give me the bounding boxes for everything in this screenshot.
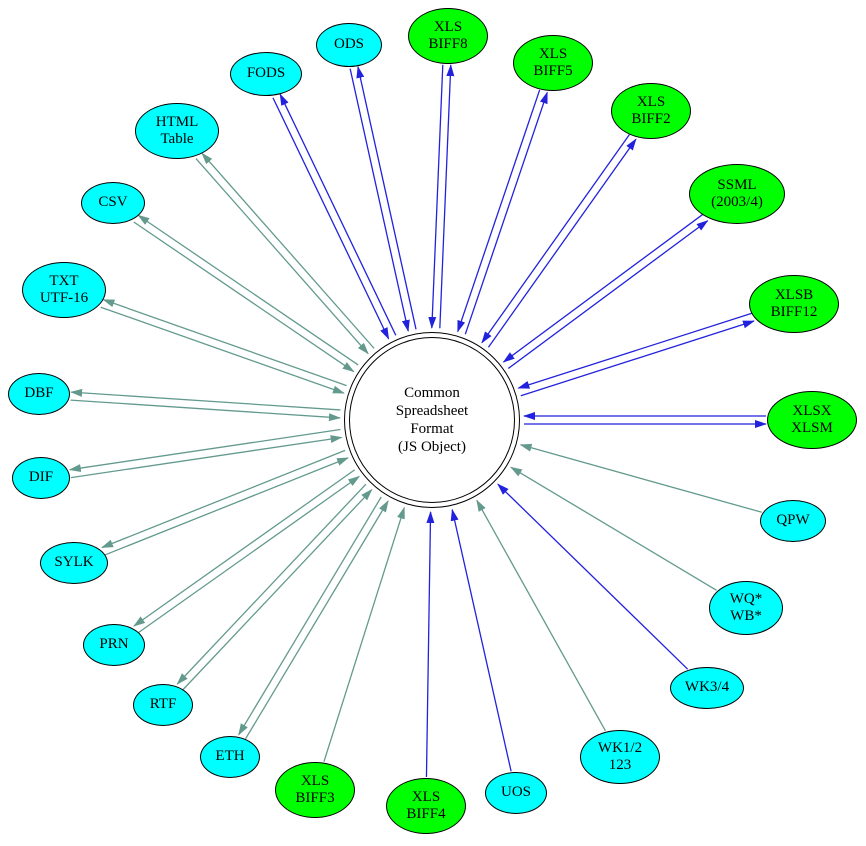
node-txt-utf16: TXT UTF-16 bbox=[22, 262, 106, 318]
edge-read-prn bbox=[138, 475, 361, 634]
node-xls-biff8: XLS BIFF8 bbox=[408, 8, 488, 64]
edge-read-dif bbox=[70, 435, 343, 479]
node-xlsb: XLSB BIFF12 bbox=[749, 275, 839, 333]
center-node-label: Common Spreadsheet Format (JS Object) bbox=[349, 337, 515, 503]
edge-read-qpw bbox=[519, 443, 763, 513]
edge-write-csv bbox=[137, 214, 359, 366]
edge-read-xls-biff2 bbox=[481, 134, 630, 344]
edge-write-xlsb bbox=[520, 320, 755, 397]
node-html-table: HTML Table bbox=[135, 103, 219, 159]
edge-read-sylk bbox=[104, 457, 349, 556]
edge-write-prn bbox=[133, 469, 355, 627]
node-dbf: DBF bbox=[8, 373, 70, 415]
node-xls-biff2: XLS BIFF2 bbox=[611, 83, 691, 139]
edge-read-eth bbox=[244, 500, 389, 740]
node-xls-biff4: XLS BIFF4 bbox=[386, 778, 466, 834]
edge-read-uos bbox=[450, 508, 512, 772]
edge-read-xls-biff4 bbox=[425, 510, 435, 778]
node-qpw: QPW bbox=[760, 500, 826, 542]
node-sylk: SYLK bbox=[40, 542, 108, 584]
node-xls-biff3: XLS BIFF3 bbox=[275, 762, 355, 818]
edge-write-ssml bbox=[507, 220, 709, 369]
edge-write-dif bbox=[68, 428, 341, 473]
edge-read-csv bbox=[133, 221, 355, 373]
edge-read-wq-wb bbox=[510, 466, 717, 591]
node-uos: UOS bbox=[485, 772, 547, 814]
node-wk34: WK3/4 bbox=[670, 667, 744, 709]
edge-read-xls-biff8 bbox=[428, 64, 444, 329]
node-ssml: SSML (2003/4) bbox=[689, 164, 785, 224]
edge-write-html-table bbox=[201, 152, 375, 349]
edge-read-dbf bbox=[70, 399, 341, 422]
node-ods: ODS bbox=[316, 23, 382, 67]
edge-read-xls-biff5 bbox=[457, 89, 541, 333]
edge-read-html-table bbox=[195, 158, 369, 355]
edge-read-fods bbox=[272, 97, 390, 340]
edge-read-xlsb bbox=[517, 312, 752, 389]
node-csv: CSV bbox=[81, 182, 145, 224]
node-prn: PRN bbox=[83, 624, 145, 666]
edge-read-ods bbox=[349, 68, 410, 333]
edge-write-xls-biff8 bbox=[439, 64, 455, 329]
edge-read-wk12-123 bbox=[476, 499, 606, 732]
node-rtf: RTF bbox=[133, 684, 193, 726]
edge-write-xls-biff2 bbox=[487, 138, 637, 348]
edge-write-fods bbox=[279, 93, 397, 336]
edge-read-ssml bbox=[502, 213, 704, 363]
center-node-common-format: Common Spreadsheet Format (JS Object) bbox=[344, 332, 520, 508]
edge-write-dbf bbox=[70, 388, 341, 411]
node-eth: ETH bbox=[200, 736, 260, 778]
node-fods: FODS bbox=[230, 52, 302, 96]
edge-write-rtf bbox=[176, 483, 367, 685]
edge-read-txt-utf16 bbox=[100, 306, 345, 394]
node-dif: DIF bbox=[12, 457, 70, 499]
edge-read-wk34 bbox=[497, 483, 689, 670]
edge-write-xls-biff5 bbox=[464, 91, 548, 335]
node-xls-biff5: XLS BIFF5 bbox=[513, 35, 593, 91]
edge-read-xls-biff3 bbox=[323, 506, 405, 762]
node-wk12-123: WK1/2 123 bbox=[580, 730, 660, 784]
edge-read-rtf bbox=[182, 488, 373, 690]
node-wq-wb: WQ* WB* bbox=[709, 581, 783, 635]
edge-write-txt-utf16 bbox=[102, 299, 347, 387]
edge-write-sylk bbox=[101, 449, 346, 549]
edge-write-eth bbox=[238, 496, 382, 736]
edge-write-ods bbox=[356, 65, 417, 330]
node-xlsx: XLSX XLSM bbox=[767, 391, 857, 449]
